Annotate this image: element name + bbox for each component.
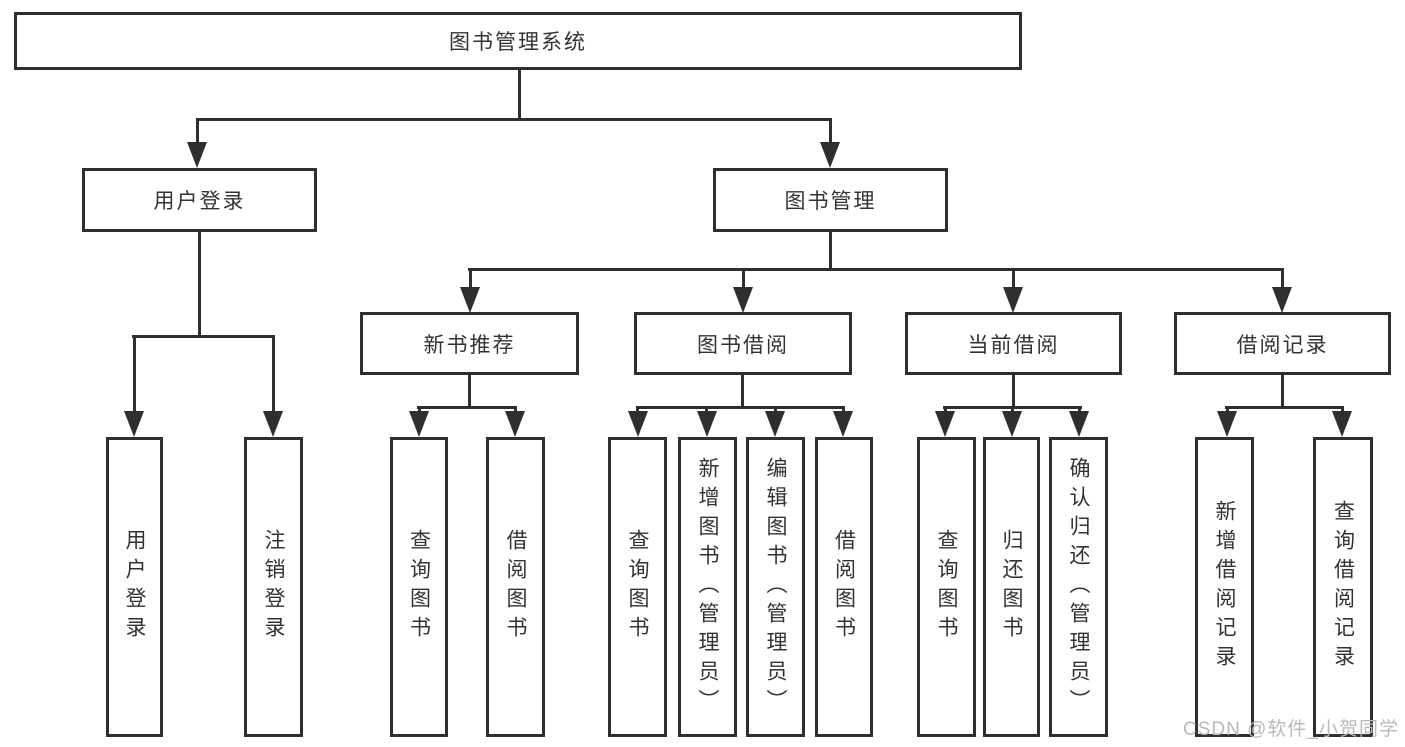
connector-shaft (742, 269, 745, 291)
connector-shaft (196, 119, 199, 147)
connector-shaft (133, 336, 136, 415)
connector-book-mgmt-trunk (829, 232, 832, 271)
connector-trunk (468, 375, 471, 409)
node-label: 确认归还（管理员） (1067, 456, 1090, 718)
arrow-down-icon (187, 142, 207, 168)
node-label: 借阅图书 (832, 529, 856, 645)
node-user-login-group: 用户登录 (82, 168, 317, 232)
connector-shaft (514, 406, 517, 415)
node-leaf-return-books: 归还图书 (983, 437, 1040, 737)
arrow-down-icon (1272, 287, 1292, 313)
connector-book-mgmt-bar (468, 268, 1284, 271)
arrow-down-icon (765, 411, 785, 437)
node-leaf-query-books-2: 查询图书 (608, 437, 667, 737)
connector-shaft (705, 406, 708, 415)
csdn-watermark: CSDN @软件_小贺同学 (1183, 719, 1399, 740)
node-label: 用户登录 (123, 529, 146, 645)
arrow-down-icon (628, 411, 648, 437)
connector-trunk (741, 375, 744, 409)
node-book-borrow: 图书借阅 (634, 312, 852, 375)
arrow-down-icon (263, 411, 283, 437)
connector-shaft (1011, 406, 1014, 415)
node-leaf-edit-books-admin: 编辑图书（管理员） (746, 437, 805, 737)
node-label: 查询图书 (407, 529, 431, 645)
node-leaf-borrow-books-1: 借阅图书 (486, 437, 545, 737)
node-leaf-confirm-return-admin: 确认归还（管理员） (1049, 437, 1108, 737)
arrow-down-icon (460, 287, 480, 313)
connector-shaft (1012, 269, 1015, 291)
arrow-down-icon (820, 142, 840, 168)
node-leaf-add-books-admin: 新增图书（管理员） (678, 437, 737, 737)
arrow-down-icon (1002, 411, 1022, 437)
node-new-book-recommend: 新书推荐 (360, 312, 579, 375)
connector-shaft (1281, 269, 1284, 291)
arrow-down-icon (1003, 287, 1023, 313)
connector-bar (636, 406, 845, 409)
connector-shaft (418, 406, 421, 415)
connector-shaft (469, 269, 472, 291)
node-leaf-query-books-1: 查询图书 (390, 437, 448, 737)
node-library-management-system: 图书管理系统 (14, 12, 1022, 70)
connector-bar (1225, 406, 1344, 409)
node-label: 查询图书 (626, 529, 649, 645)
arrow-down-icon (1069, 411, 1089, 437)
node-book-management: 图书管理 (713, 168, 948, 232)
connector-shaft (842, 406, 845, 415)
connector-bar (417, 406, 517, 409)
node-leaf-borrow-books-2: 借阅图书 (815, 437, 873, 737)
connector-shaft (636, 406, 639, 415)
node-leaf-query-borrow-record: 查询借阅记录 (1313, 437, 1373, 737)
node-leaf-add-borrow-record: 新增借阅记录 (1195, 437, 1254, 737)
node-label: 借阅图书 (504, 529, 527, 645)
connector-shaft (774, 406, 777, 415)
connector-shaft (944, 406, 947, 415)
arrow-down-icon (1217, 411, 1237, 437)
arrow-down-icon (833, 411, 853, 437)
arrow-down-icon (124, 411, 144, 437)
connector-root-bar (196, 118, 832, 121)
node-label: 查询借阅记录 (1331, 500, 1355, 674)
connector-root-trunk (518, 70, 521, 121)
connector-shaft (272, 336, 275, 415)
arrow-down-icon (505, 411, 525, 437)
node-label: 新增借阅记录 (1213, 500, 1236, 674)
connector-user-login-trunk (198, 232, 201, 338)
connector-shaft (1078, 406, 1081, 415)
arrow-down-icon (935, 411, 955, 437)
node-label: 注销登录 (262, 529, 285, 645)
arrow-down-icon (1332, 411, 1352, 437)
connector-shaft (829, 119, 832, 147)
node-label: 新增图书（管理员） (696, 456, 719, 718)
node-label: 归还图书 (1000, 529, 1023, 645)
connector-shaft (1341, 406, 1344, 415)
connector-user-login-bar (132, 335, 275, 338)
node-label: 编辑图书（管理员） (764, 456, 787, 718)
node-leaf-query-books-3: 查询图书 (917, 437, 976, 737)
node-label: 查询图书 (935, 529, 958, 645)
connector-trunk (1281, 375, 1284, 409)
connector-trunk (1012, 375, 1015, 409)
node-current-borrow: 当前借阅 (905, 312, 1122, 375)
arrow-down-icon (733, 287, 753, 313)
connector-shaft (1226, 406, 1229, 415)
arrow-down-icon (409, 411, 429, 437)
node-leaf-logout: 注销登录 (244, 437, 303, 737)
node-leaf-user-login: 用户登录 (106, 437, 163, 737)
node-borrow-records: 借阅记录 (1174, 312, 1391, 375)
arrow-down-icon (697, 411, 717, 437)
